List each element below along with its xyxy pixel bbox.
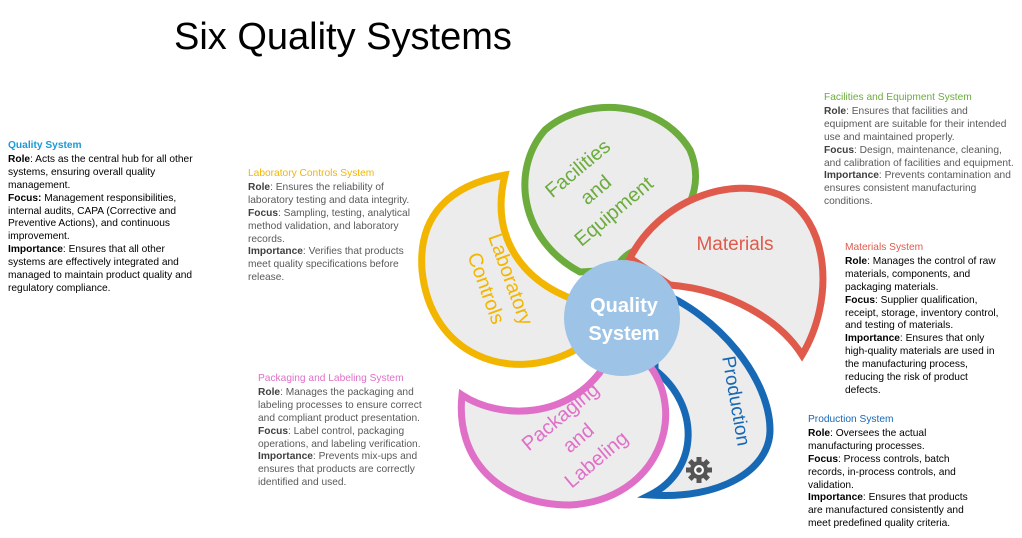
laboratory-petal xyxy=(418,170,579,368)
materials-focus: Focus: Supplier qualification, receipt, … xyxy=(845,294,999,332)
quality-system-center xyxy=(564,260,680,376)
facilities-focus: Focus: Design, maintenance, cleaning, an… xyxy=(824,144,1014,169)
gear-icon xyxy=(686,457,712,483)
production-role: Role: Oversees the actual manufacturing … xyxy=(808,427,927,452)
packaging-importance: Importance: Prevents mix-ups and ensures… xyxy=(258,451,418,489)
materials-petal xyxy=(625,184,827,362)
production-system-description: Production System Role: Oversees the act… xyxy=(808,414,983,531)
center-label-line1: Quality xyxy=(590,295,659,317)
page-title: Six Quality Systems xyxy=(174,16,512,58)
quality-system-description: Quality System Role: Acts as the central… xyxy=(8,140,198,296)
production-system-heading: Production System xyxy=(808,414,894,425)
packaging-system-heading: Packaging and Labeling System xyxy=(258,373,404,384)
quality-role: Role: Acts as the central hub for all ot… xyxy=(8,153,193,191)
production-importance: Importance: Ensures that products are ma… xyxy=(808,492,968,530)
facilities-importance: Importance: Prevents contamination and e… xyxy=(824,170,1011,208)
packaging-focus: Focus: Label control, packaging operatio… xyxy=(258,425,421,450)
materials-system-description: Materials System Role: Manages the contr… xyxy=(845,242,1005,398)
laboratory-focus: Focus: Sampling, testing, analytical met… xyxy=(248,207,410,245)
quality-importance: Importance: Ensures that all other syste… xyxy=(8,244,193,294)
laboratory-importance: Importance: Verifies that products meet … xyxy=(248,246,404,284)
materials-label: Materials xyxy=(696,234,773,255)
facilities-system-description: Facilities and Equipment System Role: En… xyxy=(824,92,1014,209)
materials-role: Role: Manages the control of raw materia… xyxy=(845,255,996,293)
center-label-line2: System xyxy=(588,323,659,345)
facilities-system-heading: Facilities and Equipment System xyxy=(824,92,972,103)
materials-system-heading: Materials System xyxy=(845,242,924,253)
laboratory-role: Role: Ensures the reliability of laborat… xyxy=(248,181,410,206)
quality-system-heading: Quality System xyxy=(8,140,82,151)
production-focus: Focus: Process controls, batch records, … xyxy=(808,453,956,491)
packaging-petal xyxy=(457,356,670,509)
packaging-role: Role: Manages the packaging and labeling… xyxy=(258,386,422,424)
production-petal xyxy=(637,284,774,500)
laboratory-system-description: Laboratory Controls System Role: Ensures… xyxy=(248,168,418,285)
laboratory-system-heading: Laboratory Controls System xyxy=(248,168,375,179)
quality-focus: Focus: Management responsibilities, inte… xyxy=(8,192,177,243)
facilities-role: Role: Ensures that facilities and equipm… xyxy=(824,105,1007,143)
packaging-system-description: Packaging and Labeling System Role: Mana… xyxy=(258,373,436,490)
materials-importance: Importance: Ensures that only high-quali… xyxy=(845,333,995,396)
